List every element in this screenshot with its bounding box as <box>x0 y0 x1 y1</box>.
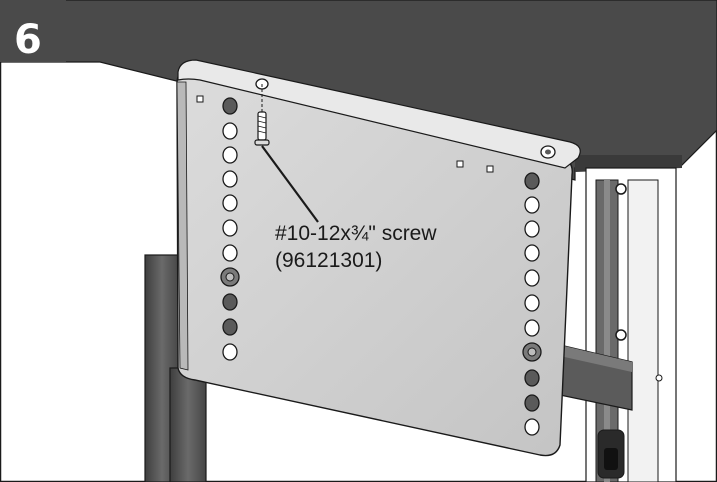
left-bolt <box>220 267 240 287</box>
left-leg <box>144 254 207 482</box>
screw-callout: #10-12x¾" screw (96121301) <box>275 220 437 274</box>
screw-callout-spec: #10-12x¾" screw <box>275 222 437 245</box>
right-bolt <box>522 342 542 362</box>
callout-leader-line <box>261 145 319 223</box>
right-hole-column <box>524 172 540 436</box>
step-badge-background <box>0 0 66 62</box>
screw <box>254 84 270 146</box>
crossbar <box>559 344 633 411</box>
left-hole-column <box>222 97 238 361</box>
step-number: 6 <box>14 17 42 63</box>
screw-callout-part-number: (96121301) <box>275 249 383 272</box>
right-leg <box>585 167 677 482</box>
